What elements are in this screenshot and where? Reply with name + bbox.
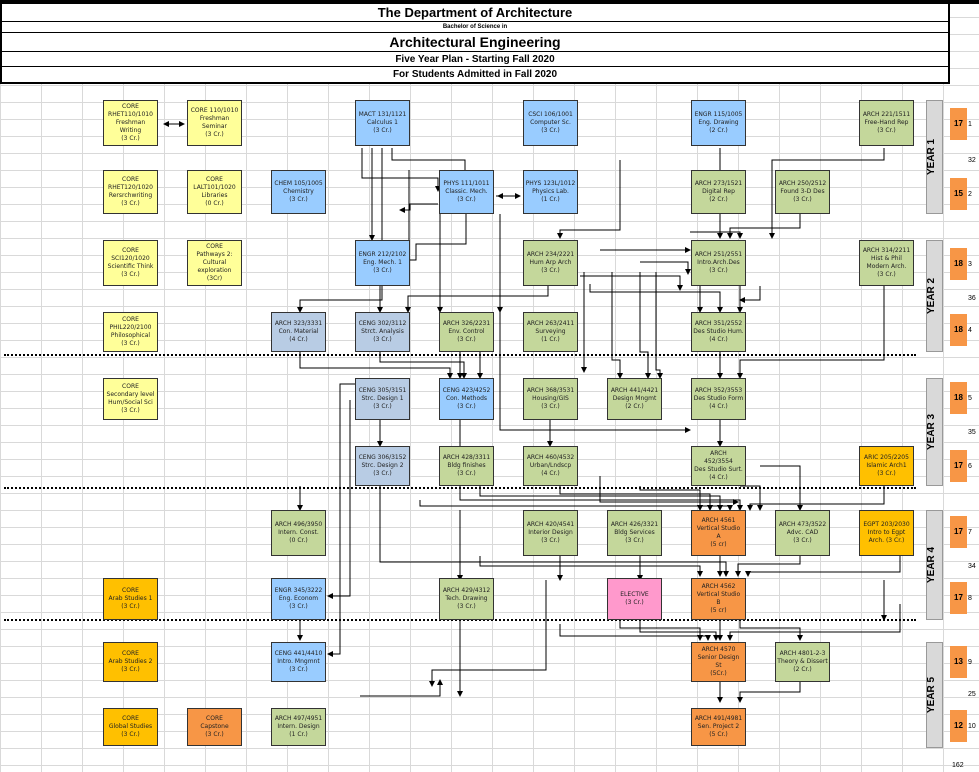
course-box: ARCH 441/4421 Design Mngmt (2 Cr.) — [607, 378, 662, 420]
course-box: CORE LALT101/1020 Libraries (0 Cr.) — [187, 170, 242, 214]
course-box: ARCH 473/3522 Advc. CAD (3 Cr.) — [775, 510, 830, 556]
course-box: ARCH 323/3331 Con. Material (4 Cr.) — [271, 312, 326, 352]
year-total: 34 — [968, 563, 976, 570]
course-box: CHEM 105/1005 Chemistry (3 Cr.) — [271, 170, 326, 214]
course-box: ENGR 212/2102 Eng. Mech. 1 (3 Cr.) — [355, 240, 410, 286]
course-box: CORE Pathways 2: Cultural exploration (3… — [187, 240, 242, 286]
semester-credits: 17 — [950, 516, 967, 548]
course-box: ARCH 4801-2-3 Theory & Dissert (2 Cr.) — [775, 642, 830, 682]
year-total: 32 — [968, 157, 976, 164]
year-total: 25 — [968, 691, 976, 698]
course-box: ARCH 4562 Vertical Studio B (5 cr) — [691, 578, 746, 620]
course-box: ARCH 460/4532 Urban/Lndscp (4 Cr.) — [523, 446, 578, 486]
course-box: ARCH 273/1521 Digital Rep (2 Cr.) — [691, 170, 746, 214]
year-bar — [926, 240, 943, 352]
course-box: ARCH 420/4541 Interior Design (3 Cr.) — [523, 510, 578, 556]
semester-credits: 18 — [950, 314, 967, 346]
course-box: ARCH 429/4312 Tech. Drawing (3 Cr.) — [439, 578, 494, 620]
course-box: ARCH 251/2551 Intro.Arch.Des (3 Cr.) — [691, 240, 746, 286]
course-box: PHYS 111/1011 Classic. Mech. (3 Cr.) — [439, 170, 494, 214]
year-label: YEAR 4 — [926, 546, 937, 584]
row-number: 10 — [968, 723, 976, 730]
row-number: 9 — [968, 659, 972, 666]
year-label: YEAR 1 — [926, 138, 937, 176]
course-box: ARCH 326/2231 Env. Control (3 Cr.) — [439, 312, 494, 352]
course-box: ARCH 368/3531 Housing/GIS (3 Cr.) — [523, 378, 578, 420]
course-box: CENG 306/3152 Strc. Design 2 (3 Cr.) — [355, 446, 410, 486]
department-title: The Department of Architecture — [2, 4, 948, 22]
year-total: 36 — [968, 295, 976, 302]
course-box: MACT 131/1121 Calculus 1 (3 Cr.) — [355, 100, 410, 146]
row-number: 7 — [968, 529, 972, 536]
row-number: 8 — [968, 595, 972, 602]
semester-credits: 18 — [950, 248, 967, 280]
course-box: ARCH 497/4951 Intern. Design (1 Cr.) — [271, 708, 326, 746]
course-box: CENG 305/3151 Strc. Design 1 (3 Cr.) — [355, 378, 410, 420]
year-label: YEAR 2 — [926, 277, 937, 315]
course-box: ARCH 496/3950 Intern. Const. (0 Cr.) — [271, 510, 326, 556]
course-box: PHYS 123L/1012 Physics Lab. (1 Cr.) — [523, 170, 578, 214]
prerequisite-connectors — [163, 121, 901, 703]
course-box: ARCH 263/2411 Surveying (1 Cr.) — [523, 312, 578, 352]
course-box: ARCH 221/1511 Free-Hand Rep (3 Cr.) — [859, 100, 914, 146]
course-box: ARCH 4561 Vertical Studio A (5 cr) — [691, 510, 746, 556]
course-box: CORE RHET120/1020 Rersrchwriting (3 Cr.) — [103, 170, 158, 214]
degree-prefix: Bachelor of Science in — [2, 22, 948, 33]
course-box: CORE SCI120/1020 Scientific Think (3 Cr.… — [103, 240, 158, 286]
course-box: CORE Secondary level Hum/Social Sci (3 C… — [103, 378, 158, 420]
course-box: CORE Arab Studies 2 (3 Cr.) — [103, 642, 158, 682]
semester-credits: 17 — [950, 582, 967, 614]
semester-credits: 17 — [950, 450, 967, 482]
course-box: CORE Global Studies (3 Cr.) — [103, 708, 158, 746]
year-bar — [926, 378, 943, 486]
semester-credits: 13 — [950, 646, 967, 678]
row-number: 5 — [968, 395, 972, 402]
year-bar — [926, 642, 943, 748]
course-box: ARCH 352/3553 Des Studio Form (4 Cr.) — [691, 378, 746, 420]
plan-title: Five Year Plan - Starting Fall 2020 — [2, 52, 948, 67]
row-number: 2 — [968, 191, 972, 198]
year-total: 35 — [968, 429, 976, 436]
course-box: CENG 441/4410 Intro. Mngmnt (3 Cr.) — [271, 642, 326, 682]
course-box: CORE PHIL220/2100 Philosophical (3 Cr.) — [103, 312, 158, 352]
year-label: YEAR 3 — [926, 413, 937, 451]
semester-credits: 12 — [950, 710, 967, 742]
course-box: ENGR 115/1005 Eng. Drawing (2 Cr.) — [691, 100, 746, 146]
course-box: ARCH 452/3554 Des Studio Surt. (4 Cr.) — [691, 446, 746, 486]
top-border — [0, 0, 979, 4]
course-box: ARCH 351/2552 Des Studio Hum. (4 Cr.) — [691, 312, 746, 352]
semester-credits: 17 — [950, 108, 967, 140]
course-box: ARCH 4570 Senior Design St (5Cr.) — [691, 642, 746, 682]
course-box: CSCI 106/1001 Computer Sc. (3 Cr.) — [523, 100, 578, 146]
course-box: ARCH 426/3321 Bldg Services (3 Cr.) — [607, 510, 662, 556]
course-box: CENG 423/4252 Con. Methods (3 Cr.) — [439, 378, 494, 420]
row-number: 1 — [968, 121, 972, 128]
degree-title: Architectural Engineering — [2, 33, 948, 52]
course-box: CORE Arab Studies 1 (3 Cr.) — [103, 578, 158, 620]
course-box: CORE RHET110/1010 Freshman Writing (3 Cr… — [103, 100, 158, 146]
course-box: ARCH 428/3311 Bldg finishes (3 Cr.) — [439, 446, 494, 486]
course-box: CORE Capstone (3 Cr.) — [187, 708, 242, 746]
course-box: ELECTIVE (3 Cr.) — [607, 578, 662, 620]
row-number: 3 — [968, 261, 972, 268]
course-box: CORE 110/1010 Freshman Seminar (3 Cr.) — [187, 100, 242, 146]
course-box: ARCH 250/2512 Found 3-D Des (3 Cr.) — [775, 170, 830, 214]
course-box: ARCH 491/4981 Sen. Project 2 (5 Cr.) — [691, 708, 746, 746]
semester-credits: 15 — [950, 178, 967, 210]
semester-credits: 18 — [950, 382, 967, 414]
year-bar — [926, 510, 943, 620]
row-number: 6 — [968, 463, 972, 470]
year-label: YEAR 5 — [926, 676, 937, 714]
course-box: ARIC 205/2205 Islamic Arch1 (3 Cr.) — [859, 446, 914, 486]
year-bar — [926, 100, 943, 214]
row-number: 4 — [968, 327, 972, 334]
grand-total: 162 — [952, 762, 964, 769]
course-box: ENGR 345/3222 Eng. Econom (3 Cr.) — [271, 578, 326, 620]
course-box: ARCH 314/2211 Hist & Phil Modern Arch. (… — [859, 240, 914, 286]
course-box: ARCH 234/2221 Hum Arp Arch (3 Cr.) — [523, 240, 578, 286]
course-box: CENG 302/3112 Strct. Analysis (3 Cr.) — [355, 312, 410, 352]
course-box: EGPT 203/2030 Intro to Egpt Arch. (3 Cr.… — [859, 510, 914, 556]
